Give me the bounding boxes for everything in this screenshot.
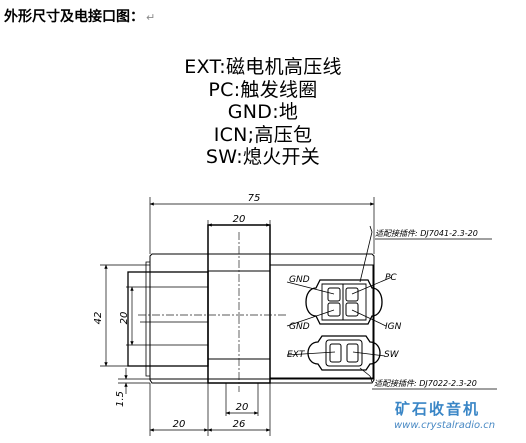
connector-upper-label: 适配接插件: DJ7041-2.3-20	[375, 229, 478, 238]
center-lines	[138, 232, 286, 392]
pin-label-pc: PC	[385, 273, 397, 283]
dim-bottom-left: 20	[173, 419, 186, 430]
legend-icn: ICN;高压包	[213, 123, 313, 146]
watermark-url: www.crystalradio.cn	[394, 420, 496, 431]
ignition-module-body	[127, 224, 375, 384]
legend-gnd: GND:地	[227, 101, 299, 123]
legend-ext: EXT:磁电机高压线	[184, 56, 342, 78]
heading-text: 外形尺寸及电接口图：	[4, 9, 144, 25]
upper-connector	[305, 279, 383, 325]
pin-label-gnd-mid: GND	[289, 322, 310, 332]
pin-label-gnd-top: GND	[289, 275, 310, 285]
pin-label-sw: SW	[384, 350, 400, 360]
pin-label-ign: IGN	[385, 322, 402, 332]
pin-label-ext: EXT	[287, 350, 306, 360]
dim-top-width: 20	[233, 214, 246, 225]
dim-bottom-26: 26	[233, 419, 246, 430]
return-mark: ↵	[146, 11, 156, 24]
dim-height-42: 42	[93, 312, 104, 325]
dim-thickness: 1.5	[115, 391, 126, 407]
watermark-title: 矿石收音机	[395, 400, 481, 418]
connector-lower-label: 适配接插件: DJ7022-2.3-20	[374, 379, 477, 388]
legend-sw: SW:熄火开关	[205, 146, 321, 168]
dimension-lines	[100, 197, 375, 436]
dim-height-20: 20	[119, 312, 130, 325]
legend-pc: PC:触发线圈	[208, 78, 318, 101]
dim-total-width: 75	[248, 193, 261, 204]
pin-legend: EXT:磁电机高压线 PC:触发线圈 GND:地 ICN;高压包 SW:熄火开关	[0, 56, 526, 169]
pin-leaders	[286, 225, 393, 383]
dim-bottom-20: 20	[236, 402, 249, 413]
page-heading: 外形尺寸及电接口图：↵	[4, 6, 155, 26]
